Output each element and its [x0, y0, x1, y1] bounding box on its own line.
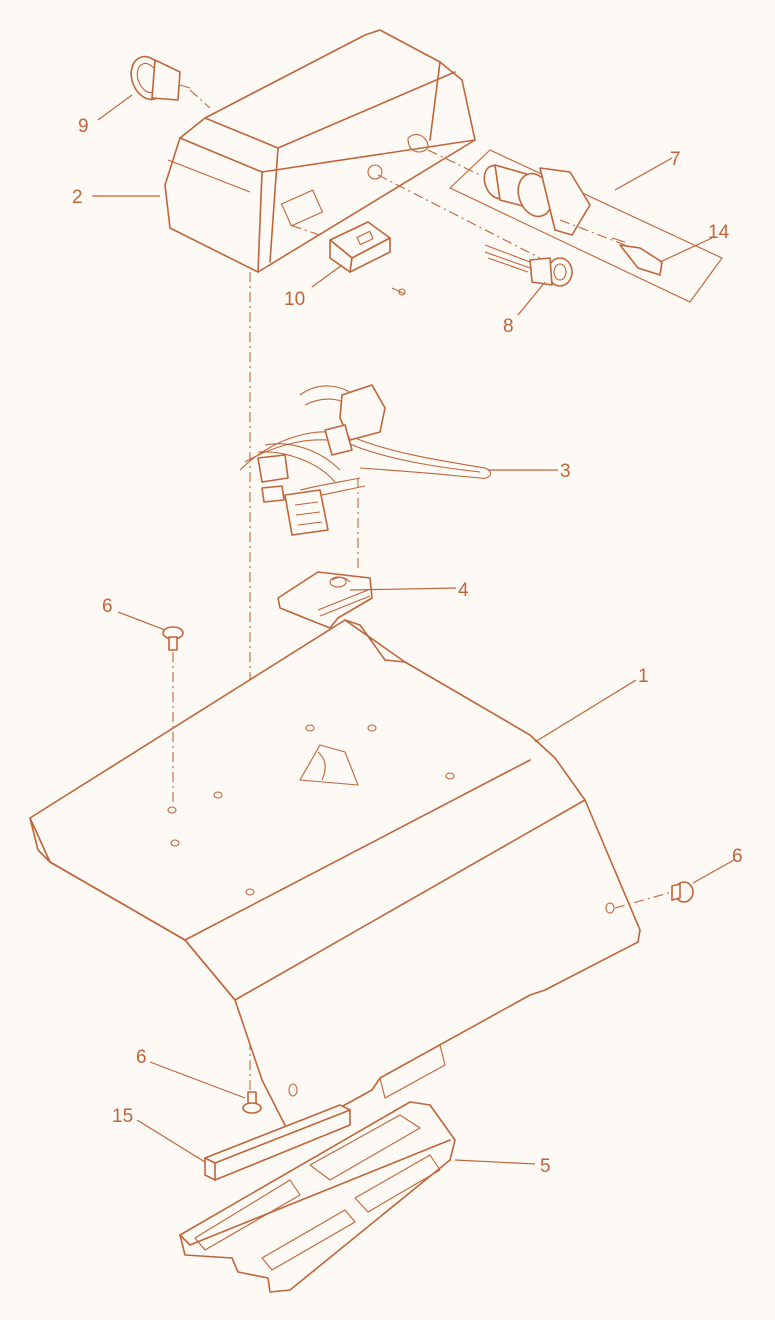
- part-5-base-tray: [179, 1101, 456, 1293]
- part-3-wiring-harness: [239, 384, 491, 570]
- callout-9: 9: [78, 116, 89, 137]
- callout-labels: 9 2 10 8 7 14 3 4 6 1 6 6 15 5: [72, 116, 743, 1177]
- part-1-cover-plate: [29, 619, 641, 1136]
- callout-5: 5: [540, 1156, 551, 1177]
- callout-10: 10: [284, 289, 305, 310]
- part-14-key: [559, 219, 663, 276]
- part-6-screw-bottom: [242, 1091, 262, 1114]
- part-15-pad: [204, 1104, 351, 1181]
- callout-1: 1: [638, 666, 649, 687]
- part-7-ignition-switch: [427, 149, 723, 303]
- part-8-power-socket: [377, 174, 573, 287]
- callout-2: 2: [72, 187, 83, 208]
- callout-6-bottom: 6: [136, 1047, 147, 1068]
- callout-8: 8: [503, 316, 514, 337]
- callout-4: 4: [458, 580, 469, 601]
- callout-6-right: 6: [732, 846, 743, 867]
- part-6-screw-right: [614, 881, 694, 909]
- part-2-console-housing: [164, 29, 476, 273]
- callout-3: 3: [560, 461, 571, 482]
- callout-7: 7: [670, 149, 681, 170]
- leader-lines: [92, 94, 735, 1165]
- part-4-holder-bracket: [277, 571, 373, 629]
- callout-6-top: 6: [102, 596, 113, 617]
- part-9-round-connector: [130, 55, 211, 109]
- callout-15: 15: [112, 1106, 133, 1127]
- part-6-screw-top: [162, 626, 184, 805]
- callout-14: 14: [708, 222, 730, 243]
- part-10-rocker-switch: [289, 221, 406, 296]
